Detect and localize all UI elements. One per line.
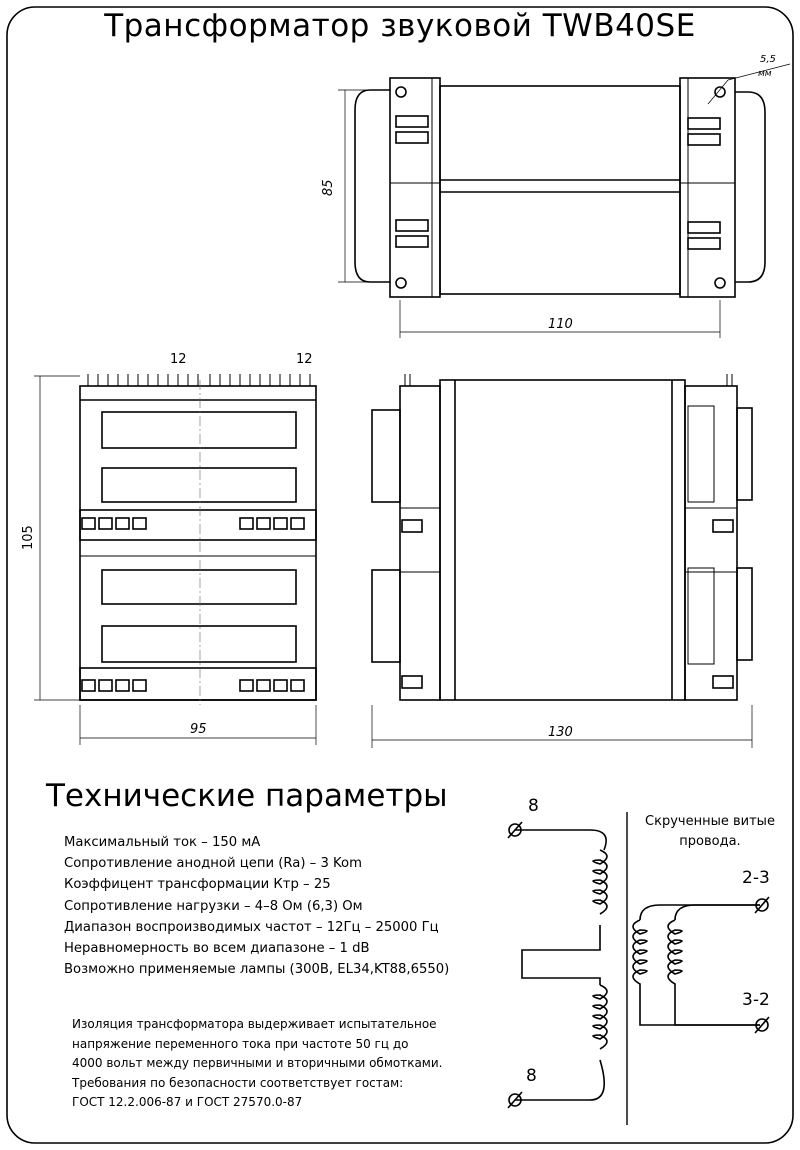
pin-label-3-2: 3-2	[742, 990, 770, 1010]
insulation-note: Изоляция трансформатора выдерживает испы…	[72, 1015, 442, 1113]
mount-hole	[395, 86, 407, 98]
param-item: Коэффицент трансформации Ктр – 25	[64, 877, 331, 893]
param-item: Сопротивление анодной цепи (Ra) – 3 Kom	[64, 856, 362, 872]
mount-hole	[714, 277, 726, 289]
dim-hole-unit: мм	[758, 69, 772, 79]
secondary-coil-1	[632, 904, 760, 1026]
dim-130: 130	[548, 725, 573, 740]
note-line: Изоляция трансформатора выдерживает испы…	[72, 1017, 437, 1031]
front-view: 12 12 105 95	[21, 352, 317, 745]
primary-coil-top	[592, 849, 608, 915]
note-line: напряжение переменного тока при частоте …	[72, 1036, 409, 1051]
twisted-note-line: провода.	[679, 834, 741, 849]
note-line: 4000 вольт между первичными и вторичными…	[72, 1056, 443, 1070]
page-title: Трансформатор звуковой TWB40SE	[104, 8, 696, 44]
note-line: ГОСТ 12.2.006-87 и ГОСТ 27570.0-87	[72, 1095, 303, 1109]
dim-110: 110	[548, 317, 573, 332]
pin-label-bottom: 8	[526, 1066, 537, 1086]
dim-hole: 5,5	[760, 54, 776, 65]
primary-coil-bottom	[592, 984, 608, 1050]
pins-count-right: 12	[296, 352, 313, 367]
param-item: Неравномерность во всем диапазоне – 1 dB	[64, 941, 370, 957]
param-item: Максимальный ток – 150 мА	[64, 835, 261, 850]
params-list: Максимальный ток – 150 мА Сопротивление …	[64, 832, 449, 980]
side-view: 130	[371, 374, 753, 748]
page-frame	[6, 6, 794, 1144]
pins-count-left: 12	[170, 352, 187, 367]
param-item: Диапазон воспроизводимых частот – 12Гц –…	[64, 919, 439, 935]
top-view: 85 110 5,5 мм	[321, 54, 791, 338]
pins	[87, 374, 311, 386]
twisted-wires-note: Скрученные витые провода.	[645, 812, 775, 852]
params-title: Технические параметры	[46, 778, 448, 814]
twisted-note-line: Скрученные витые	[645, 814, 775, 829]
note-line: Требования по безопасности соответствует…	[72, 1075, 404, 1090]
mount-hole	[395, 277, 407, 289]
dim-95: 95	[190, 722, 207, 737]
secondary-coil-2	[667, 904, 760, 1026]
wiring-schematic	[507, 812, 770, 1125]
pin-label-top: 8	[528, 796, 539, 816]
param-item: Сопротивление нагрузки – 4–8 Ом (6,3) Ом	[64, 898, 363, 914]
pin-label-2-3: 2-3	[742, 868, 770, 888]
param-item: Возможно применяемые лампы (300B, EL34,K…	[64, 962, 450, 978]
mount-hole	[714, 86, 726, 98]
dim-105: 105	[21, 525, 36, 550]
dim-85: 85	[321, 179, 336, 196]
